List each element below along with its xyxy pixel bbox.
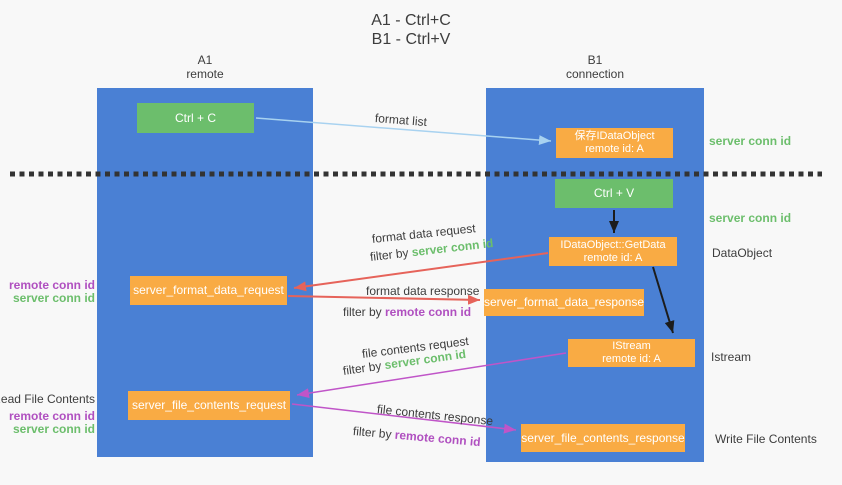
left-label-read-file-contents: Read File Contents (0, 392, 95, 406)
right-label-server-conn-id-top: server conn id (709, 134, 792, 148)
idataobject-getdata-box: IDataObject::GetData remote id: A (549, 237, 677, 266)
server-format-data-response-box: server_format_data_response (484, 289, 644, 316)
lane-header-b1-name: B1 (587, 53, 603, 67)
right-label-dataobject: DataObject (712, 246, 773, 260)
format-list-arrow (255, 117, 552, 146)
server-format-data-request-label: server_format_data_request (133, 283, 284, 297)
right-label-write-file-contents: Write File Contents (715, 432, 817, 446)
filter-by-text: filter by (343, 305, 386, 319)
server-file-contents-request-box: server_file_contents_request (128, 391, 290, 420)
save-idataobject-label: 保存IDataObject (574, 130, 655, 142)
server-file-contents-response-box: server_file_contents_response (521, 424, 685, 452)
flow-label-format-data-response: format data response (366, 284, 480, 298)
left-label-server-conn-id-bottom: server conn id (12, 422, 95, 436)
title-line-2: B1 - Ctrl+V (371, 31, 451, 48)
server-format-data-response-label: server_format_data_response (483, 295, 645, 309)
ctrl-v-label: Ctrl + V (593, 186, 635, 200)
server-file-contents-response-label: server_file_contents_response (521, 430, 685, 445)
right-label-istream: Istream (711, 350, 752, 364)
istream-label: IStream (612, 340, 651, 352)
left-label-conn-ids-top: remote conn id server conn id (9, 279, 95, 305)
ctrl-c-box: Ctrl + C (137, 103, 254, 133)
right-label-server-conn-id-mid: server conn id (709, 211, 792, 225)
left-label-conn-ids-bottom: remote conn id server conn id (9, 410, 95, 436)
left-label-server-conn-id-top: server conn id (12, 291, 95, 305)
idataobject-getdata-label: IDataObject::GetData (560, 238, 666, 251)
istream-box: IStream remote id: A (568, 339, 695, 367)
save-idataobject-remote-id: remote id: A (585, 143, 644, 155)
ctrl-v-box: Ctrl + V (555, 179, 673, 208)
left-label-remote-conn-id-bottom: remote conn id (8, 409, 95, 423)
lane-header-a1-name: A1 (197, 53, 213, 67)
title-line-1: A1 - Ctrl+C (371, 12, 451, 29)
diagram-title: A1 - Ctrl+C B1 - Ctrl+V (300, 11, 522, 49)
idataobject-getdata-remote-id: remote id: A (583, 251, 643, 264)
lane-header-a1: A1 remote (97, 53, 313, 81)
flow-label-format-response-filter: filter by remote conn id (343, 305, 471, 319)
ctrl-c-label: Ctrl + C (174, 110, 216, 125)
server-format-data-request-box: server_format_data_request (130, 276, 287, 305)
format-data-response-arrow (287, 294, 481, 305)
lane-header-b1-role: connection (565, 67, 625, 81)
lane-header-a1-role: remote (186, 67, 224, 81)
lane-header-b1: B1 connection (486, 53, 704, 81)
format-data-request-arrow (293, 252, 549, 292)
file-contents-response-arrow (291, 403, 517, 434)
save-idataobject-box: 保存IDataObject remote id: A (556, 128, 673, 158)
file-contents-request-arrow (296, 352, 567, 399)
left-label-remote-conn-id-top: remote conn id (8, 278, 95, 292)
istream-remote-id: remote id: A (602, 353, 661, 365)
remote-conn-id-text: remote conn id (385, 305, 472, 319)
server-file-contents-request-label: server_file_contents_request (131, 398, 287, 412)
getdata-to-istream-arrow (652, 266, 675, 334)
